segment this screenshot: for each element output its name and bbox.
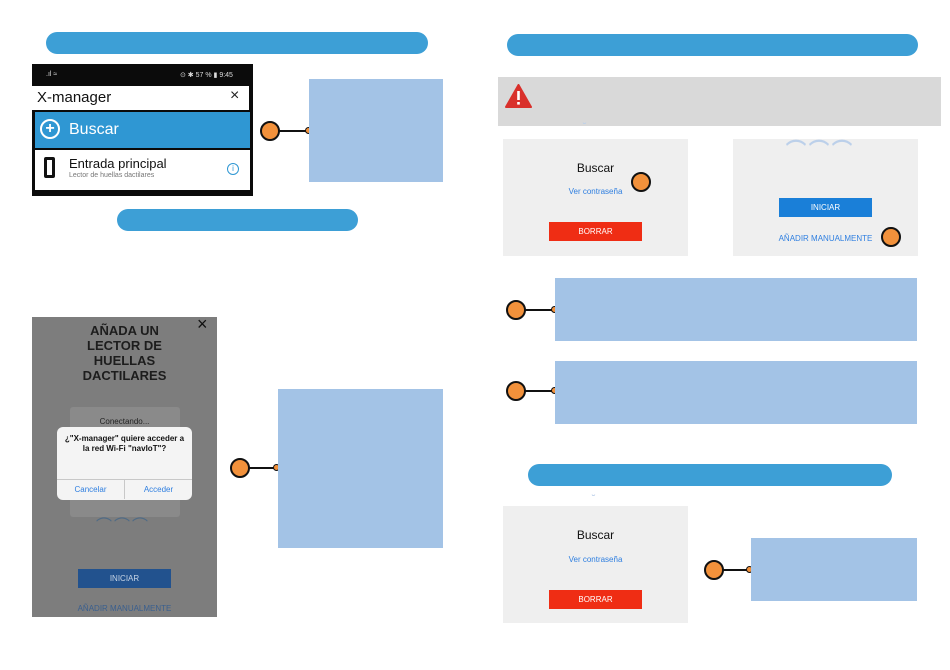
dialog-divider (57, 479, 192, 480)
fingerprint-icon: ˘ (592, 494, 599, 505)
callout-marker-6 (506, 381, 526, 401)
add-manually-link-dimmed[interactable]: AÑADIR MANUALMENTE (77, 604, 172, 613)
warning-triangle-icon (505, 84, 532, 108)
iniciar-button[interactable]: INICIAR (779, 198, 872, 217)
add-reader-title: AÑADA UN LECTOR DE HUELLAS DACTILARES (82, 323, 167, 383)
callout-marker-1 (260, 121, 280, 141)
search-bar[interactable] (32, 86, 249, 110)
callout-box-7 (751, 538, 917, 601)
iniciar-button-dimmed[interactable]: INICIAR (78, 569, 171, 588)
callout-line-5 (525, 309, 553, 311)
dialog-cancel-button[interactable]: Cancelar (74, 485, 107, 494)
callout-line-7 (723, 569, 748, 571)
search-input[interactable]: X-manager (37, 89, 112, 106)
phone-icon (44, 157, 55, 178)
buscar-label: Buscar (69, 121, 119, 138)
section-header-pill-4 (528, 464, 892, 486)
buscar-card-title: Buscar (576, 528, 615, 542)
entrada-principal-row[interactable] (35, 150, 250, 190)
info-icon[interactable]: i (227, 163, 239, 175)
connecting-label: Conectando... (99, 417, 150, 426)
fingerprint-icon: ⌒⌒⌒ (786, 140, 855, 162)
callout-box-5 (555, 278, 917, 341)
section-header-pill-1 (46, 32, 428, 54)
signal-wifi-status: .ıl ≈ (46, 71, 58, 78)
fingerprint-icon: ⌒⌒⌒ (96, 518, 151, 535)
status-bar: .ıl ≈ ⊙ ✱ 57 % ▮ 9:45 (32, 64, 253, 86)
callout-marker-2 (230, 458, 250, 478)
battery-time-status: ⊙ ✱ 57 % ▮ 9:45 (180, 72, 233, 79)
add-manually-link[interactable]: AÑADIR MANUALMENTE (778, 234, 873, 243)
callout-box-2 (278, 389, 443, 548)
entry-title: Entrada principal (69, 156, 167, 171)
dialog-button-divider (124, 480, 125, 499)
callout-line-1 (279, 130, 307, 132)
section-header-pill-2 (117, 209, 358, 231)
callout-line-2 (249, 467, 275, 469)
close-icon[interactable]: × (230, 87, 240, 104)
plus-circle-icon: + (40, 119, 60, 139)
warning-banner (498, 77, 941, 126)
dialog-message: ¿"X-manager" quiere acceder a la red Wi-… (64, 434, 185, 453)
callout-line-6 (525, 390, 553, 392)
close-icon[interactable]: × (197, 317, 208, 334)
fingerprint-icon: ˘ (583, 122, 590, 133)
section-header-pill-3 (507, 34, 918, 56)
callout-marker-5 (506, 300, 526, 320)
buscar-row[interactable] (35, 112, 250, 148)
ver-contrasena-link[interactable]: Ver contraseña (568, 555, 623, 564)
entry-subtitle: Lector de huellas dactilares (69, 172, 155, 179)
ver-contrasena-link[interactable]: Ver contraseña (568, 187, 623, 196)
callout-box-1 (309, 79, 443, 182)
borrar-button[interactable]: BORRAR (549, 590, 642, 609)
callout-marker-3 (631, 172, 651, 192)
dialog-accept-button[interactable]: Acceder (143, 485, 174, 494)
borrar-button[interactable]: BORRAR (549, 222, 642, 241)
callout-marker-4 (881, 227, 901, 247)
buscar-card-title: Buscar (576, 161, 615, 175)
callout-box-6 (555, 361, 917, 424)
callout-marker-7 (704, 560, 724, 580)
